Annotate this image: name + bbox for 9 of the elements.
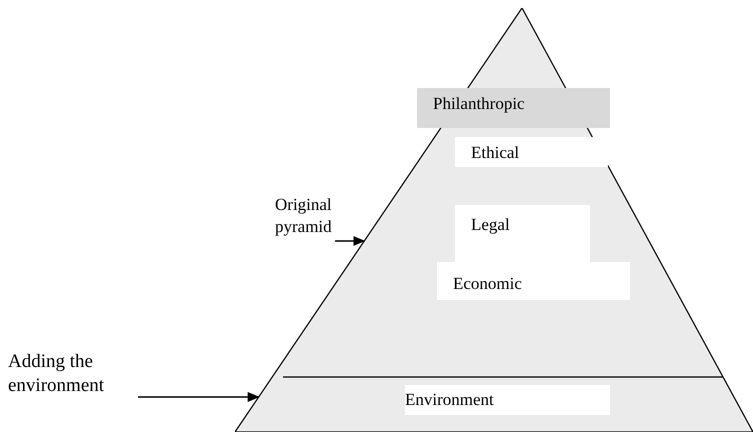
side-label: Adding the environment [8, 350, 138, 398]
side-label: Original pyramid [275, 194, 335, 238]
shaded-label: Philanthropic [417, 88, 610, 128]
arrow [335, 236, 366, 246]
level-label: Economic [437, 262, 630, 300]
level-label: Ethical [455, 137, 608, 167]
level-label: Environment [405, 385, 610, 415]
level-label: Legal [455, 205, 590, 265]
arrow [138, 392, 260, 402]
